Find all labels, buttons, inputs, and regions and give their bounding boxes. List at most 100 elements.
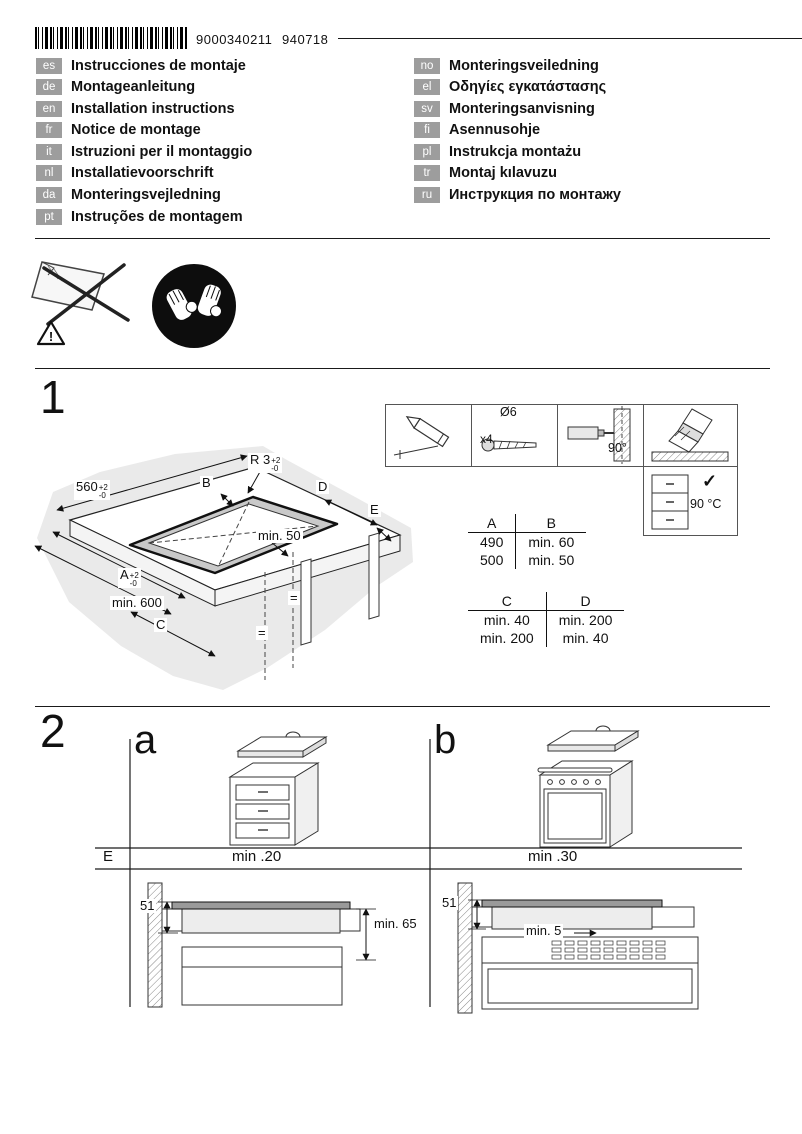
table-cell: 500 <box>480 552 504 568</box>
language-code-badge: sv <box>414 100 440 117</box>
language-code-badge: no <box>414 57 440 74</box>
language-row: sv Monteringsanvisning <box>414 100 621 117</box>
dim-label-d: D <box>316 479 330 495</box>
temperature-label: 90 °C <box>690 497 722 511</box>
table-cell: 490 <box>480 534 504 550</box>
dim-cutout-depth-a: A+2-0 <box>118 567 141 588</box>
table-cd-header-c: C <box>468 592 547 611</box>
language-row: fi Asennusohje <box>414 122 621 139</box>
tolerance-plus: +2 <box>271 456 281 465</box>
language-code-badge: it <box>36 143 62 160</box>
glass-edge-warning-icon: ! <box>31 261 130 346</box>
language-code-badge: tr <box>414 165 440 182</box>
equal-spacing-mark: = <box>288 590 300 606</box>
tolerance-plus: +2 <box>98 483 108 492</box>
language-code-badge: ru <box>414 187 440 204</box>
worktop-cutout-drawing <box>34 446 413 690</box>
language-code-badge: de <box>36 79 62 96</box>
row-label-e: E <box>103 848 114 865</box>
dim-value: 560 <box>76 479 98 494</box>
table-ab: A B 490 min. 60 500 min. 50 <box>468 514 587 569</box>
dim-value: A <box>120 567 129 582</box>
table-cell: min. 60 <box>515 532 587 551</box>
language-code-badge: pt <box>36 208 62 225</box>
language-title: Monteringsvejledning <box>71 187 221 204</box>
table-cell: min. 40 <box>545 629 625 647</box>
equal-spacing-mark: = <box>256 625 268 641</box>
screw-icon <box>481 438 537 452</box>
language-title: Instruções de montagem <box>71 208 243 225</box>
protective-gloves-icon <box>152 264 236 348</box>
tolerance-minus: -0 <box>98 491 106 500</box>
divider <box>35 238 770 239</box>
language-row: nl Installatievoorschrift <box>36 165 252 182</box>
language-code-badge: fr <box>36 122 62 139</box>
table-cd: C D min. 40 min. 200 min. 200 min. 40 <box>468 592 625 647</box>
divider <box>35 706 770 707</box>
language-title: Инструкция по монтажу <box>449 187 621 204</box>
language-title: Instrukcja montażu <box>449 143 582 160</box>
table-ab-header-b: B <box>515 514 587 533</box>
table-ab-header-a: A <box>468 514 516 533</box>
divider <box>35 368 770 369</box>
variant-b-label: b <box>434 718 457 762</box>
detail-box-mark-cutline <box>385 404 472 467</box>
dim-min-65: min. 65 <box>372 916 419 932</box>
checkmark: ✓ <box>702 471 718 491</box>
language-row: ru Инструкция по монтажу <box>414 187 621 204</box>
detail-box-drill-90deg <box>557 404 644 467</box>
language-code-badge: fi <box>414 122 440 139</box>
clearance-a-value: min .20 <box>232 848 282 865</box>
tolerance-minus: -0 <box>129 579 137 588</box>
language-title: Οδηγίες εγκατάστασης <box>449 79 607 96</box>
screw-diameter-label: Ø6 <box>500 405 517 419</box>
language-code-badge: en <box>36 100 62 117</box>
variant-a-label: a <box>134 718 157 762</box>
language-row: pt Instruções de montagem <box>36 208 252 225</box>
table-cell: min. 200 <box>480 630 534 646</box>
header-rule <box>338 38 802 39</box>
language-title: Instrucciones de montaje <box>71 57 246 74</box>
date-code: 940718 <box>282 32 329 47</box>
table-row: min. 200 min. 40 <box>468 629 625 647</box>
exclamation-mark: ! <box>49 329 53 344</box>
cabinet-icon <box>651 474 689 530</box>
table-cell: min. 40 <box>483 612 530 628</box>
clearance-drawings <box>95 725 742 1014</box>
clearance-b-value: min .30 <box>528 848 578 865</box>
pencil-icon <box>393 416 450 459</box>
drill-icon <box>567 406 631 464</box>
table-cell: min. 50 <box>515 551 587 569</box>
dim-51-a: 51 <box>138 898 157 914</box>
language-title: Monteringsveiledning <box>449 57 599 74</box>
dim-cutout-radius: R 3+2-0 <box>248 452 283 473</box>
language-title: Asennusohje <box>449 122 541 139</box>
language-title: Installatievoorschrift <box>71 165 214 182</box>
dim-label-b: B <box>200 475 213 491</box>
tolerance-minus: -0 <box>271 464 279 473</box>
barcode <box>35 27 187 49</box>
language-title: Monteringsanvisning <box>449 100 595 117</box>
barcode-number: 9000340211 <box>196 32 273 47</box>
table-cell: min. 200 <box>545 610 625 629</box>
dim-label-e: E <box>368 502 381 518</box>
language-title: Montageanleitung <box>71 79 196 96</box>
language-row: no Monteringsveiledning <box>414 57 621 74</box>
dim-min-50: min. 50 <box>256 528 303 544</box>
dim-51-b: 51 <box>440 895 459 911</box>
detail-box-screws <box>471 404 558 467</box>
language-title: Notice de montage <box>71 122 201 139</box>
dim-min-600: min. 600 <box>110 595 164 611</box>
dim-value: R 3 <box>250 452 271 467</box>
language-row: fr Notice de montage <box>36 122 252 139</box>
angle-90-label: 90° <box>608 441 627 455</box>
language-code-badge: pl <box>414 143 440 160</box>
language-code-badge: nl <box>36 165 62 182</box>
